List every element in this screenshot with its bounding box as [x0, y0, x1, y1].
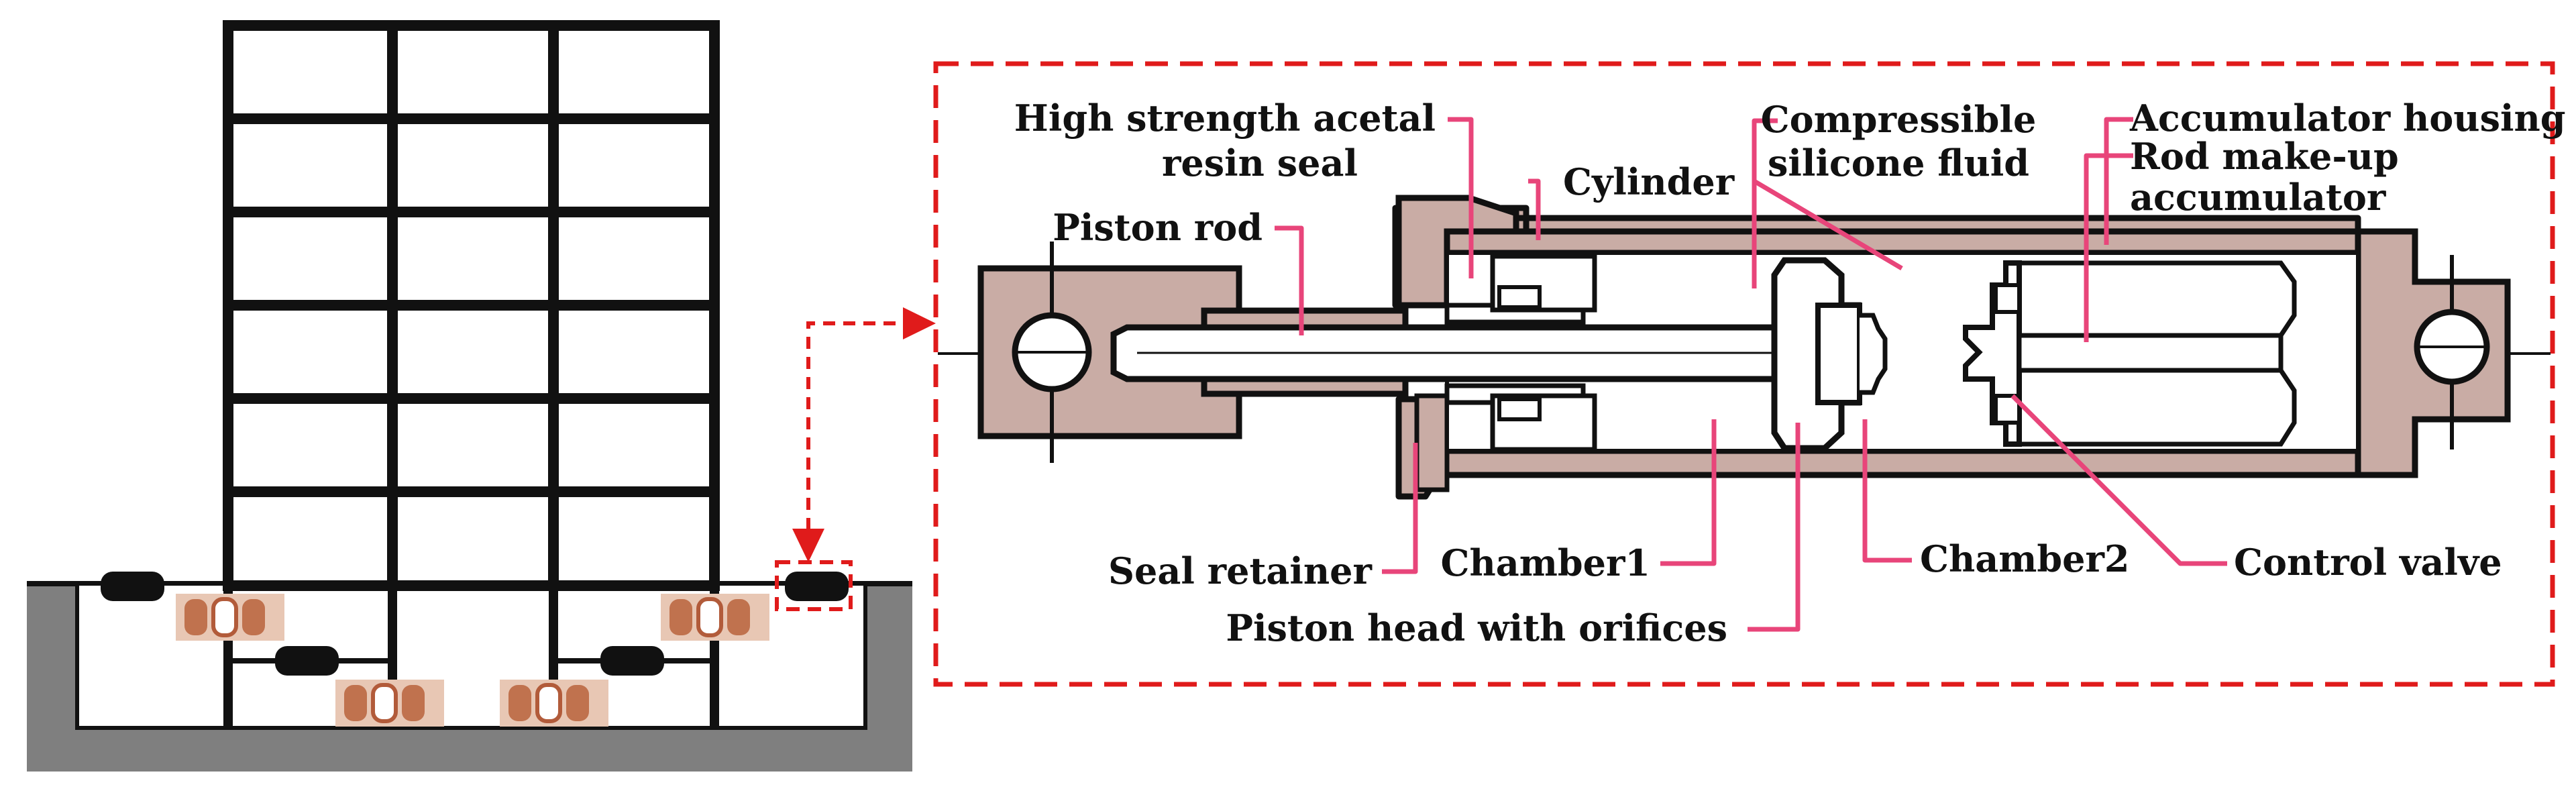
leader-piston-head: [1748, 423, 1801, 632]
label-chamber1: Chamber1: [1440, 541, 1650, 584]
leader-control-valve: [2010, 394, 2227, 566]
callout-selection-box: [775, 560, 853, 611]
leader-cylinder: [1528, 178, 1541, 240]
label-cylinder: Cylinder: [1563, 160, 1735, 203]
isolation-bearing: [335, 680, 444, 727]
damper-unit: [785, 572, 849, 601]
leader-chamber1: [1660, 419, 1717, 566]
label-acetal-seal-line2: resin seal: [1162, 142, 1358, 184]
label-seal-retainer: Seal retainer: [1108, 549, 1373, 592]
leader-acetal-seal: [1448, 117, 1474, 278]
arrow-down-icon: [792, 529, 824, 562]
label-acetal-seal-line1: High strength acetal: [1014, 97, 1436, 140]
label-rod-makeup-line1: Rod make-up: [2130, 135, 2399, 178]
labels: High strength acetal resin seal Cylinder…: [1014, 97, 2566, 649]
building-frame: [223, 20, 720, 591]
leader-silicone-fluid: [1752, 118, 1778, 288]
leader-silicone-fluid-2: [1753, 178, 1903, 271]
label-piston-head: Piston head with orifices: [1226, 606, 1727, 649]
label-rod-makeup-line2: accumulator: [2130, 176, 2386, 219]
leader-chamber2: [1862, 419, 1912, 563]
detail-frame: [933, 61, 2555, 687]
building-system: [27, 20, 912, 772]
leader-lines: [1275, 117, 2227, 632]
leader-seal-retainer: [1382, 443, 1418, 574]
isolation-bearing: [176, 594, 284, 641]
label-accumulator-housing: Accumulator housing: [2129, 97, 2566, 140]
foundation-pit: [27, 584, 912, 772]
damper-unit: [101, 572, 164, 601]
damper-unit: [600, 646, 664, 676]
label-chamber2: Chamber2: [1920, 537, 2130, 580]
label-control-valve: Control valve: [2234, 541, 2502, 584]
callout-connector: [806, 321, 900, 550]
leader-accumulator-housing: [2104, 117, 2133, 245]
isolation-bearing: [661, 594, 769, 641]
leader-rod-makeup: [2084, 153, 2133, 342]
label-piston-rod: Piston rod: [1053, 206, 1263, 249]
accumulator-rod: [2017, 333, 2284, 373]
leader-piston-rod: [1275, 225, 1304, 335]
arrow-right-icon: [903, 307, 936, 339]
damper-cross-section: [938, 195, 2551, 500]
isolation-bearing: [500, 680, 608, 727]
label-silicone-fluid-line1: Compressible: [1761, 98, 2037, 141]
label-silicone-fluid-line2: silicone fluid: [1768, 142, 2029, 184]
damper-unit: [275, 646, 339, 676]
